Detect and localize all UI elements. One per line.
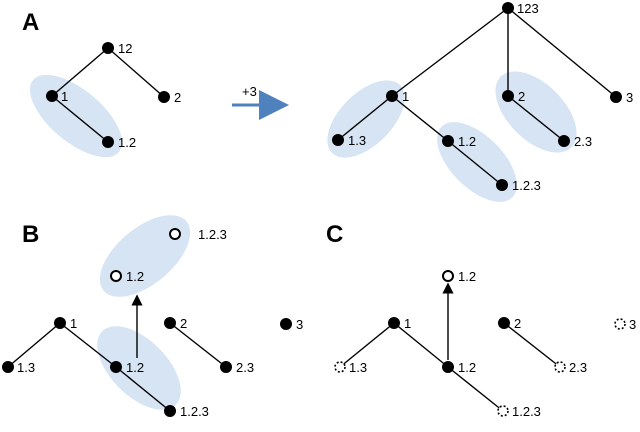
edge xyxy=(503,322,561,368)
edge xyxy=(59,322,117,368)
node-123 xyxy=(502,2,514,14)
panel-a-left-tree: 12 1 2 1.2 xyxy=(29,41,181,158)
node-label: 1.2.3 xyxy=(180,404,209,419)
node-label: 1 xyxy=(404,316,411,331)
node-2-3 xyxy=(554,361,566,373)
node-label: 3 xyxy=(626,90,633,105)
panel-a-right-tree: 123 1 2 3 1.3 1.2 1.2.3 2.3 xyxy=(327,1,633,202)
node-label: 2 xyxy=(518,89,525,104)
node-2 xyxy=(164,317,176,329)
highlight-blob xyxy=(97,326,181,410)
edge xyxy=(391,95,449,142)
panel-a: A 12 1 2 1.2 +3 xyxy=(22,1,633,202)
node-label: 1 xyxy=(402,89,409,104)
node-label: 3 xyxy=(629,317,636,332)
node-label: 1.2.3 xyxy=(198,227,227,242)
edge xyxy=(107,47,165,98)
node-label: 2.3 xyxy=(574,134,592,149)
highlight-blob xyxy=(327,80,405,158)
node-3 xyxy=(610,91,622,103)
node-label: 1.3 xyxy=(349,360,367,375)
node-label: 2 xyxy=(180,316,187,331)
edge xyxy=(447,366,504,412)
edge xyxy=(51,47,109,97)
panel-a-letter: A xyxy=(22,9,39,36)
node-label: 12 xyxy=(118,41,132,56)
node-label: 1.2 xyxy=(458,360,476,375)
panel-c: C 1 1.3 1.2 1.2.3 2 2.3 3 1.2 xyxy=(326,221,636,419)
node-label: 1.2 xyxy=(118,135,136,150)
panel-c-letter: C xyxy=(326,221,343,248)
edge xyxy=(51,95,109,143)
node-label: 3 xyxy=(296,317,303,332)
node-label: 1 xyxy=(70,316,77,331)
operation-arrow: +3 xyxy=(232,84,289,120)
edge xyxy=(391,7,509,97)
node-label: 2.3 xyxy=(569,360,587,375)
edge xyxy=(115,366,171,412)
edge xyxy=(507,95,565,142)
node-1 xyxy=(54,317,66,329)
panel-b-letter: B xyxy=(22,221,39,248)
edge xyxy=(169,322,227,368)
node-3 xyxy=(614,318,626,330)
node-1-2-moved xyxy=(110,270,122,282)
node-2 xyxy=(502,90,514,102)
node-12 xyxy=(102,42,114,54)
node-2 xyxy=(158,91,170,103)
node-label: 1.3 xyxy=(348,133,366,148)
node-2-3 xyxy=(558,135,570,147)
highlight-blob xyxy=(495,71,577,153)
node-1 xyxy=(386,90,398,102)
node-1 xyxy=(388,317,400,329)
node-1-2-3 xyxy=(164,405,176,417)
edge xyxy=(393,322,449,368)
node-1-2 xyxy=(442,361,454,373)
node-label: 1.2 xyxy=(458,269,476,284)
edge xyxy=(447,140,503,186)
node-2 xyxy=(498,317,510,329)
node-3 xyxy=(280,318,292,330)
node-1 xyxy=(46,90,58,102)
edge xyxy=(339,322,395,368)
operation-label: +3 xyxy=(242,84,257,99)
edge xyxy=(7,322,61,368)
node-label: 1.2.3 xyxy=(512,178,541,193)
node-label: 123 xyxy=(517,1,539,16)
node-1-2-3 xyxy=(497,405,509,417)
node-label: 1.3 xyxy=(17,360,35,375)
node-label: 1.2 xyxy=(126,360,144,375)
node-1-3 xyxy=(2,361,14,373)
panel-b: B 1 1.3 1.2 1.2.3 2 2.3 3 1.2 1.2.3 xyxy=(2,215,303,419)
node-label: 1 xyxy=(61,89,68,104)
node-label: 2 xyxy=(514,316,521,331)
node-label: 1.2 xyxy=(458,134,476,149)
node-label: 2.3 xyxy=(236,360,254,375)
node-1-3 xyxy=(332,134,344,146)
highlight-blob xyxy=(99,215,191,297)
node-1-2-3 xyxy=(496,179,508,191)
node-2-3 xyxy=(220,361,232,373)
node-1-2-3-moved xyxy=(169,228,181,240)
node-1-2 xyxy=(442,135,454,147)
node-label: 1.2.3 xyxy=(512,404,541,419)
node-label: 1.2 xyxy=(126,269,144,284)
edge xyxy=(507,7,617,98)
node-1-3 xyxy=(334,361,346,373)
edge xyxy=(337,95,393,141)
node-1-2 xyxy=(110,361,122,373)
node-1-2-moved xyxy=(442,270,454,282)
node-label: 2 xyxy=(174,90,181,105)
node-1-2 xyxy=(102,136,114,148)
